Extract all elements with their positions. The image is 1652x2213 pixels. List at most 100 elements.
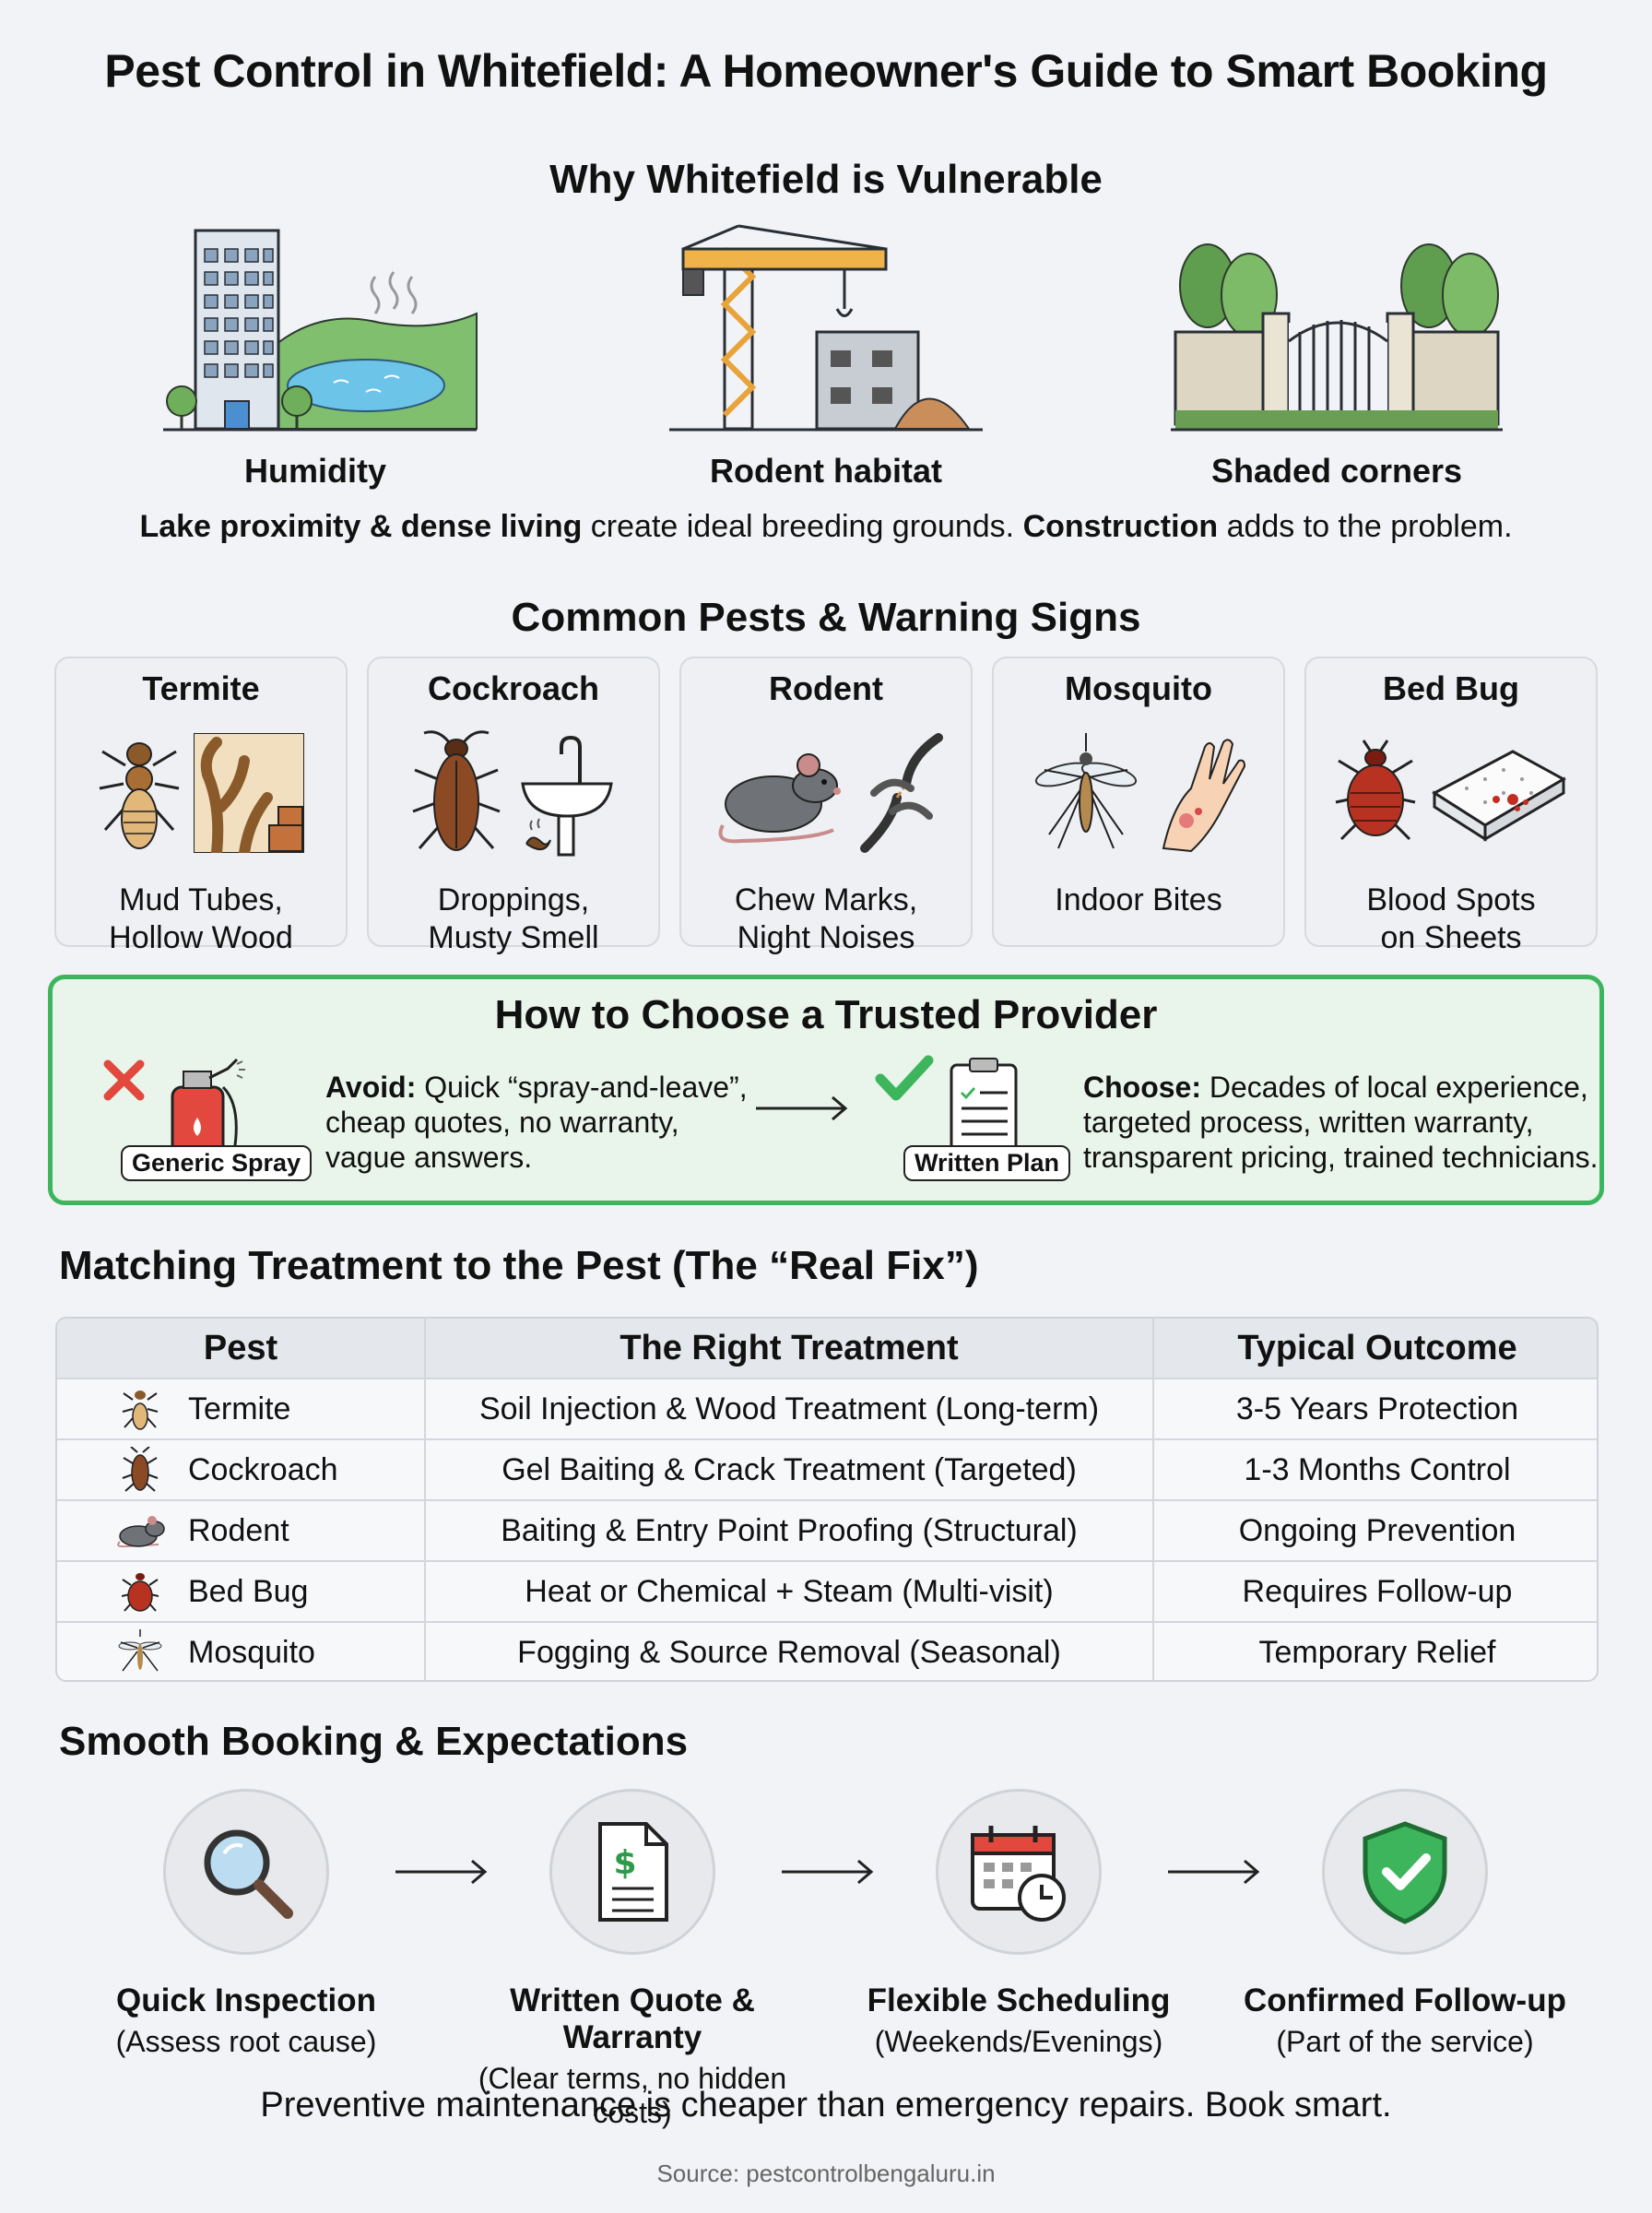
table-cell-pest: Cockroach [188, 1451, 338, 1487]
pest-name: Mosquito [1065, 669, 1212, 707]
svg-text:$: $ [613, 1844, 636, 1882]
choose-text: Choose: Decades of local experience, tar… [1083, 1070, 1599, 1175]
table-cell-outcome: Ongoing Prevention [1238, 1512, 1516, 1548]
summary-bold-construction: Construction [1022, 509, 1219, 544]
pest-sign-line: Blood Spots [1366, 882, 1536, 917]
step-subtitle: (Weekends/Evenings) [874, 2025, 1163, 2058]
pest-sign: Indoor Bites [994, 882, 1283, 919]
avoid-label: Avoid: [325, 1071, 417, 1104]
table-cell-outcome: 3-5 Years Protection [1235, 1391, 1519, 1426]
treatment-table: Pest The Right Treatment Typical Outcome… [55, 1317, 1599, 1682]
pest-sign-line: Droppings, [437, 882, 590, 917]
step-title: Confirmed Follow-up [1244, 1982, 1566, 2018]
table-cell-treatment: Fogging & Source Removal (Seasonal) [426, 1623, 1154, 1680]
column-header: Typical Outcome [1237, 1328, 1517, 1367]
source-credit: Source: pestcontrolbengaluru.in [656, 2160, 996, 2187]
pest-sign-line: Night Noises [737, 920, 915, 955]
vulnerable-item-humidity: Humidity [140, 221, 490, 491]
mosquito-icon [1034, 733, 1138, 849]
pest-sign-line: Musty Smell [428, 920, 599, 955]
pest-card-mosquito: Mosquito Indoor Bites [992, 657, 1285, 947]
choose-heading: How to Choose a Trusted Provider [494, 992, 1158, 1037]
footer-note: Preventive maintenance is cheaper than e… [260, 2086, 1392, 2124]
mosquito-icon [118, 1629, 162, 1672]
table-cell-pest: Bed Bug [188, 1573, 309, 1609]
summary-bold-lake: Lake proximity & dense living [139, 509, 583, 544]
table-cell-outcome: Temporary Relief [1258, 1634, 1496, 1670]
sink-droppings-icon [521, 735, 613, 857]
right-arrow-icon [782, 1859, 874, 1885]
rat-icon [718, 753, 841, 844]
table-cell-pest: Termite [188, 1391, 291, 1426]
pest-sign-line: Indoor Bites [1055, 882, 1222, 917]
termite-icon [99, 742, 180, 849]
page-title: Pest Control in Whitefield: A Homeowner'… [104, 45, 1548, 97]
magnifier-icon [204, 1829, 293, 1919]
pest-name: Bed Bug [1383, 669, 1519, 707]
pest-sign-line: on Sheets [1380, 920, 1522, 955]
pest-card-termite: Termite Mud Tubes,Hollow Wood [54, 657, 348, 955]
step-title: Quick Inspection [116, 1982, 376, 2018]
pest-name: Cockroach [427, 669, 600, 707]
summary-text-end: adds to the problem. [1218, 509, 1513, 544]
generic-spray-icon [103, 1058, 245, 1156]
vulnerable-heading: Why Whitefield is Vulnerable [549, 157, 1103, 202]
table-row: Mosquito Fogging & Source Removal (Seaso… [57, 1621, 1597, 1680]
written-plan-icon [875, 1055, 1018, 1159]
column-header: The Right Treatment [426, 1319, 1154, 1378]
bitten-arm-icon [1162, 739, 1246, 853]
cockroach-icon [122, 1447, 159, 1492]
avoid-line: Quick “spray-and-leave”, [416, 1071, 748, 1104]
pest-sign-line: Mud Tubes, [119, 882, 283, 917]
choose-line: targeted process, written warranty, [1083, 1106, 1534, 1139]
table-cell-pest: Mosquito [188, 1634, 315, 1670]
table-header-row: Pest The Right Treatment Typical Outcome [57, 1319, 1597, 1378]
cockroach-icon [412, 730, 501, 851]
vulnerable-label: Rodent habitat [710, 452, 942, 490]
right-arrow-icon [756, 1095, 848, 1121]
calendar-clock-icon [971, 1826, 1066, 1922]
vulnerable-label: Shaded corners [1210, 452, 1463, 490]
avoid-text: Avoid: Quick “spray-and-leave”, cheap qu… [325, 1070, 759, 1175]
choose-label: Choose: [1083, 1071, 1201, 1104]
table-row: Cockroach Gel Baiting & Crack Treatment … [57, 1438, 1597, 1499]
table-cell-treatment: Baiting & Entry Point Proofing (Structur… [426, 1501, 1154, 1560]
bed-bug-icon [1335, 740, 1416, 841]
construction-crane-icon [669, 224, 983, 432]
pest-card-rodent: Rodent Chew Marks,Night Noises [679, 657, 973, 955]
city-lake-icon [163, 229, 478, 432]
pest-name: Termite [142, 669, 260, 707]
shield-check-icon [1363, 1821, 1447, 1924]
right-arrow-icon [395, 1859, 488, 1885]
booking-step-follow-up: Confirmed Follow-up (Part of the service… [1211, 1789, 1599, 2059]
avoid-line: cheap quotes, no warranty, [325, 1106, 679, 1139]
pest-sign: Droppings,Musty Smell [369, 882, 658, 957]
vulnerable-item-shaded-corners: Shaded corners [1162, 221, 1512, 491]
pest-sign: Mud Tubes,Hollow Wood [56, 882, 346, 957]
treatment-heading: Matching Treatment to the Pest (The “Rea… [59, 1243, 979, 1288]
step-subtitle: (Clear terms, no hidden costs) [478, 2062, 787, 2129]
booking-step-inspection: Quick Inspection (Assess root cause) [53, 1789, 440, 2059]
right-arrow-icon [1168, 1859, 1260, 1885]
summary-text: create ideal breeding grounds. [582, 509, 1023, 544]
step-title: Written Quote & Warranty [510, 1982, 755, 2055]
pest-name: Rodent [769, 669, 883, 707]
choose-provider-box: How to Choose a Trusted Provider Generic… [48, 975, 1604, 1205]
step-subtitle: (Assess root cause) [115, 2025, 377, 2058]
pest-sign: Chew Marks,Night Noises [681, 882, 971, 957]
rat-icon [117, 1516, 165, 1548]
chewed-wire-icon [860, 733, 943, 853]
table-cell-treatment: Gel Baiting & Crack Treatment (Targeted) [426, 1440, 1154, 1499]
booking-step-scheduling: Flexible Scheduling (Weekends/Evenings) [825, 1789, 1212, 2059]
vulnerable-item-rodent-habitat: Rodent habitat [651, 221, 1001, 491]
mattress-blood-icon [1432, 750, 1567, 842]
bed-bug-icon [122, 1573, 159, 1612]
pest-card-cockroach: Cockroach Droppings,Musty Smell [367, 657, 660, 955]
table-cell-outcome: 1-3 Months Control [1244, 1451, 1511, 1487]
booking-heading: Smooth Booking & Expectations [59, 1719, 689, 1764]
step-subtitle: (Part of the service) [1276, 2025, 1534, 2058]
column-header: Pest [57, 1319, 426, 1378]
termite-icon [122, 1391, 159, 1430]
